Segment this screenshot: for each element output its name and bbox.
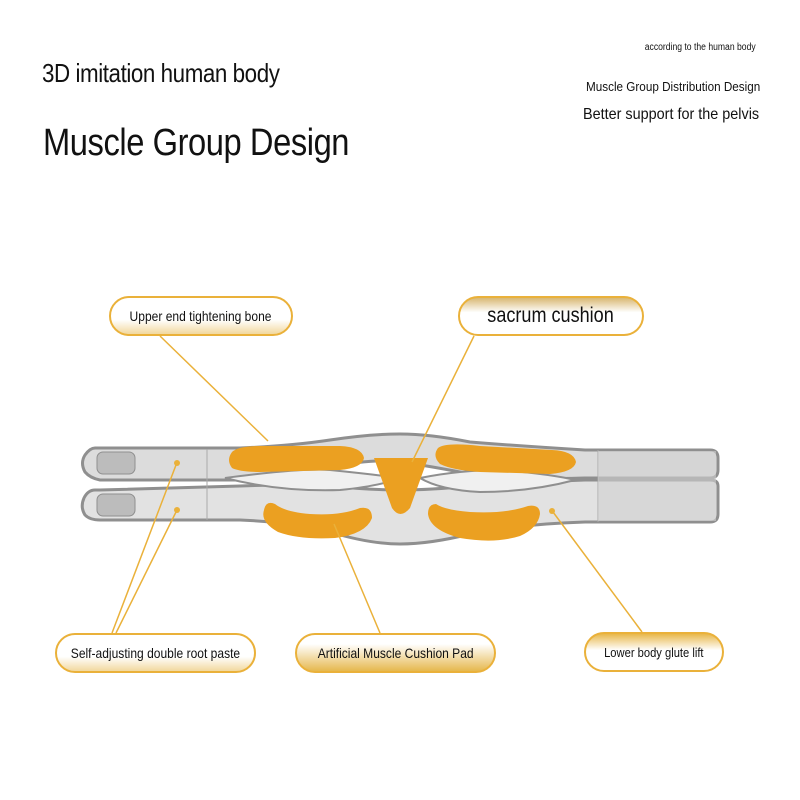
upper-left-pad: [229, 446, 364, 472]
callout-upper-bone: Upper end tightening bone: [109, 296, 293, 336]
callout-glute-lift-label: Lower body glute lift: [604, 644, 704, 660]
callout-double-root-label: Self-adjusting double root paste: [70, 645, 241, 661]
leader-upper-bone: [159, 335, 269, 442]
velcro-panel: [598, 451, 716, 521]
callout-double-root: Self-adjusting double root paste: [55, 633, 256, 673]
callout-muscle-pad: Artificial Muscle Cushion Pad: [295, 633, 496, 673]
leader-glute: [552, 511, 643, 633]
note-distribution: Muscle Group Distribution Design: [586, 79, 761, 94]
sacrum-pad: [374, 458, 428, 514]
upper-right-pad: [435, 444, 576, 474]
subtitle: 3D imitation human body: [42, 58, 280, 88]
callout-muscle-pad-label: Artificial Muscle Cushion Pad: [317, 645, 474, 661]
note-pelvis: Better support for the pelvis: [583, 106, 760, 123]
lower-right-pad: [428, 504, 540, 541]
left-tab-lower: [96, 493, 136, 517]
callout-sacrum-label: sacrum cushion: [487, 304, 615, 327]
lower-left-pad: [263, 502, 372, 539]
callout-sacrum: sacrum cushion: [458, 296, 644, 336]
callout-glute-lift: Lower body glute lift: [584, 632, 724, 672]
callout-upper-bone-label: Upper end tightening bone: [130, 308, 272, 324]
leader-root-b: [115, 511, 177, 634]
leader-muscle-pad: [333, 523, 381, 634]
leader-root-a: [111, 464, 177, 634]
page-title: Muscle Group Design: [43, 122, 350, 164]
leader-sacrum: [411, 335, 475, 463]
note-according: according to the human body: [644, 42, 756, 53]
left-tab-upper: [96, 451, 136, 475]
